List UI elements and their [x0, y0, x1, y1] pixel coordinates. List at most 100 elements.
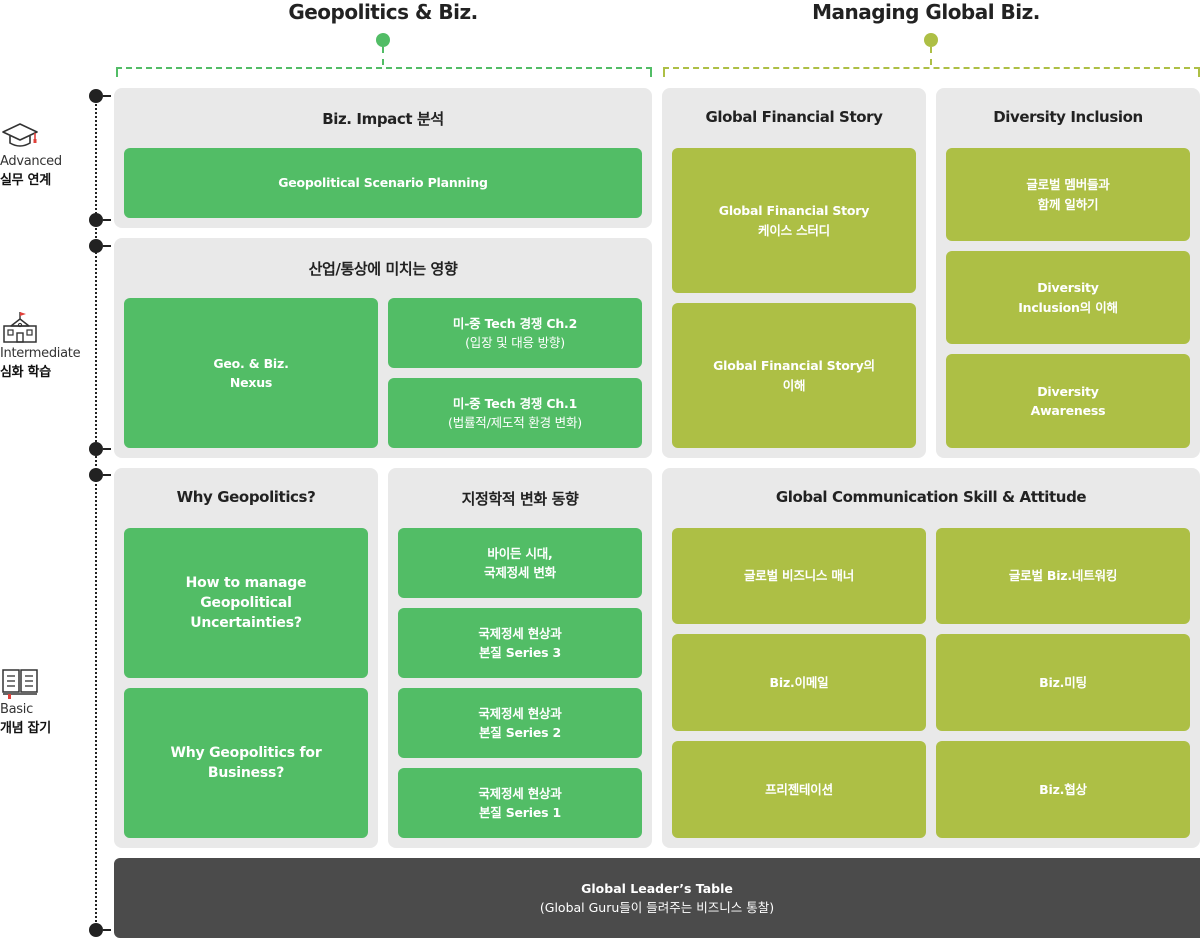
course-box[interactable]: Geo. & Biz. Nexus: [124, 298, 378, 448]
course-label: Diversity: [1037, 280, 1099, 296]
course-box[interactable]: Diversity Inclusion의 이해: [946, 251, 1190, 344]
course-label: 함께 일하기: [1037, 196, 1099, 212]
open-book-icon: [2, 669, 38, 699]
course-label: 국제정세 현상과: [478, 785, 562, 801]
global-leaders-table-bar[interactable]: Global Leader’s Table (Global Guru들이 들려주…: [114, 858, 1200, 938]
panel-title: Global Financial Story: [705, 108, 883, 126]
timeline-tick: [103, 929, 111, 931]
course-box[interactable]: Global Financial Story 케이스 스터디: [672, 148, 916, 293]
timeline-tick: [103, 95, 111, 97]
panel-title: Why Geopolitics?: [176, 488, 316, 506]
course-label: 이해: [782, 377, 806, 393]
course-label: 국제정세 현상과: [478, 625, 562, 641]
footer-title: Global Leader’s Table: [581, 880, 733, 896]
course-box[interactable]: 국제정세 현상과 본질 Series 3: [398, 608, 642, 678]
level-timeline: [95, 96, 97, 930]
course-box[interactable]: 국제정세 현상과 본질 Series 2: [398, 688, 642, 758]
course-sublabel: (법률적/제도적 환경 변화): [448, 415, 582, 430]
course-label: Global Financial Story의: [713, 358, 875, 374]
course-label: 케이스 스터디: [758, 222, 830, 238]
course-label: 글로벌 Biz.네트워킹: [1008, 568, 1118, 584]
level-label-ko: 개념 잡기: [0, 721, 51, 736]
level-label-en: Basic: [0, 702, 33, 717]
column-bracket-geopolitics: [116, 67, 652, 77]
course-box[interactable]: 바이든 시대, 국제정세 변화: [398, 528, 642, 598]
footer-subtitle: (Global Guru들이 들려주는 비즈니스 통찰): [539, 900, 775, 915]
course-box[interactable]: 프리젠테이션: [672, 741, 926, 838]
column-title-geopolitics: Geopolitics & Biz.: [288, 0, 478, 24]
course-label: 미-중 Tech 경쟁 Ch.2: [452, 315, 578, 331]
course-label: Geopolitical: [200, 594, 292, 611]
timeline-tick: [103, 448, 111, 450]
timeline-dot: [89, 89, 103, 103]
course-label: Awareness: [1030, 403, 1106, 418]
course-label: How to manage: [185, 574, 307, 591]
timeline-dot: [89, 213, 103, 227]
graduation-cap-icon: [2, 123, 38, 147]
course-box[interactable]: Geopolitical Scenario Planning: [124, 148, 642, 218]
course-label: 본질 Series 2: [478, 725, 562, 740]
course-label: Uncertainties?: [190, 615, 302, 632]
course-label: 본질 Series 1: [478, 805, 562, 820]
level-advanced: Advanced 실무 연계: [0, 118, 90, 188]
course-box[interactable]: Biz.미팅: [936, 634, 1190, 731]
course-box[interactable]: 미-중 Tech 경쟁 Ch.1 (법률적/제도적 환경 변화): [388, 378, 642, 448]
course-box[interactable]: Why Geopolitics for Business?: [124, 688, 368, 838]
course-box[interactable]: 글로벌 Biz.네트워킹: [936, 528, 1190, 624]
panel-why-geopolitics: Why Geopolitics? How to manage Geopoliti…: [114, 468, 378, 848]
panel-title: Diversity Inclusion: [993, 108, 1143, 126]
course-label: Inclusion의 이해: [1018, 299, 1118, 315]
level-label-en: Advanced: [0, 154, 62, 169]
course-label: 국제정세 변화: [484, 565, 556, 580]
course-box[interactable]: 국제정세 현상과 본질 Series 1: [398, 768, 642, 838]
panel-industry-impact: 산업/통상에 미치는 영향 Geo. & Biz. Nexus 미-중 Tech…: [114, 238, 652, 458]
course-label: Business?: [207, 765, 285, 781]
course-label: Why Geopolitics for: [170, 744, 322, 761]
school-building-icon: [3, 312, 37, 343]
course-label: Geo. & Biz.: [213, 355, 289, 371]
course-box[interactable]: Global Financial Story의 이해: [672, 303, 916, 448]
course-label: Biz.미팅: [1039, 674, 1087, 690]
course-label: Biz.협상: [1039, 781, 1087, 797]
course-label: 미-중 Tech 경쟁 Ch.1: [452, 395, 578, 411]
column-bracket-managing: [663, 67, 1200, 77]
panel-title: 지정학적 변화 동향: [461, 490, 579, 508]
column-marker-dot: [924, 33, 938, 47]
panel-geopolitical-trend: 지정학적 변화 동향 바이든 시대, 국제정세 변화 국제정세 현상과 본질 S…: [388, 468, 652, 848]
course-box[interactable]: How to manage Geopolitical Uncertainties…: [124, 528, 368, 678]
level-label-ko: 심화 학습: [0, 365, 51, 380]
panel-title: Biz. Impact 분석: [322, 110, 444, 128]
level-intermediate: Intermediate 심화 학습: [0, 310, 90, 380]
course-box[interactable]: 미-중 Tech 경쟁 Ch.2 (입장 및 대응 방향): [388, 298, 642, 368]
panel-biz-impact: Biz. Impact 분석 Geopolitical Scenario Pla…: [114, 88, 652, 228]
course-box[interactable]: Diversity Awareness: [946, 354, 1190, 448]
column-connector: [382, 47, 384, 65]
course-label: Diversity: [1037, 383, 1099, 399]
course-box[interactable]: Biz.이메일: [672, 634, 926, 731]
course-label: Biz.이메일: [769, 674, 829, 690]
course-label: 바이든 시대,: [487, 545, 553, 561]
timeline-tick: [103, 245, 111, 247]
course-box[interactable]: 글로벌 멤버들과 함께 일하기: [946, 148, 1190, 241]
course-label: 국제정세 현상과: [478, 705, 562, 721]
timeline-dot: [89, 468, 103, 482]
course-label: 글로벌 멤버들과: [1026, 177, 1110, 193]
panel-title: 산업/통상에 미치는 영향: [308, 260, 458, 278]
column-marker-dot: [376, 33, 390, 47]
level-label-ko: 실무 연계: [0, 173, 51, 188]
panel-title: Global Communication Skill & Attitude: [775, 488, 1087, 506]
level-basic: Basic 개념 잡기: [0, 666, 90, 736]
timeline-dot: [89, 442, 103, 456]
course-label: Geopolitical Scenario Planning: [278, 175, 488, 191]
course-label: 프리젠테이션: [765, 781, 833, 797]
column-connector: [930, 47, 932, 65]
course-box[interactable]: 글로벌 비즈니스 매너: [672, 528, 926, 624]
panel-global-communication: Global Communication Skill & Attitude 글로…: [662, 468, 1200, 848]
timeline-tick: [103, 219, 111, 221]
course-label: Nexus: [229, 375, 273, 390]
course-label: 글로벌 비즈니스 매너: [743, 568, 854, 584]
level-label-en: Intermediate: [0, 346, 81, 361]
course-box[interactable]: Biz.협상: [936, 741, 1190, 838]
timeline-dot: [89, 923, 103, 937]
course-label: 본질 Series 3: [478, 645, 562, 660]
